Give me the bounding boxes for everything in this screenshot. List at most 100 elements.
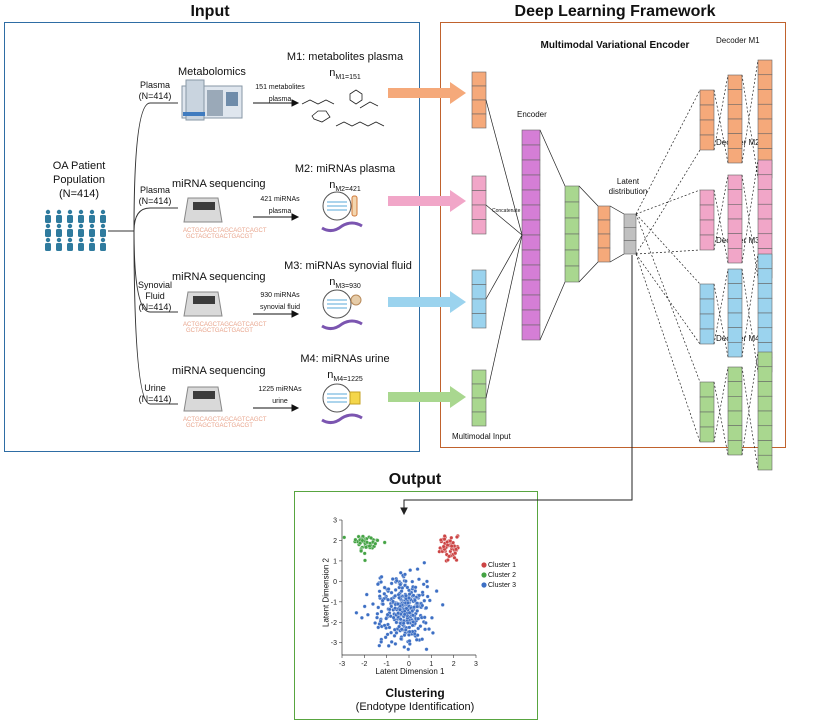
legend-marker-2 [481, 572, 487, 578]
scatter-point [455, 535, 459, 539]
scatter-point [405, 585, 410, 590]
scatter-point [387, 607, 392, 612]
person-body [45, 215, 51, 223]
scatter-point [410, 623, 415, 628]
method-1: Metabolomics [178, 66, 246, 78]
scatter-point [403, 579, 408, 584]
scatter-point [389, 590, 394, 595]
layer-cell [623, 227, 637, 241]
scatter-point [359, 615, 364, 620]
layer-cell [471, 284, 487, 300]
layer-cell [757, 59, 773, 76]
scatter-point [378, 619, 383, 624]
scatter-point [394, 578, 399, 583]
person-icon [78, 223, 84, 229]
person-icon [56, 209, 62, 215]
scatter-point [382, 540, 387, 545]
layer-cell [699, 119, 715, 136]
output-title: Output [388, 471, 442, 488]
decoder-1-layer-2 [727, 74, 743, 164]
output-caption: Clustering [385, 686, 445, 700]
person-icon [78, 209, 84, 215]
y-tick-label: 2 [333, 538, 337, 545]
scatter-point [379, 609, 384, 614]
nn-edge [635, 253, 701, 443]
scatter-point [377, 594, 382, 599]
layer-cell [727, 189, 743, 205]
scatter-point [407, 596, 412, 600]
scatter-point [362, 551, 367, 556]
scatter-point [377, 589, 382, 594]
x-tick-label: 1 [429, 661, 433, 668]
nn-edge [741, 351, 759, 456]
scatter-point [394, 620, 399, 625]
scatter-point [422, 615, 427, 620]
scatter-point [447, 554, 452, 559]
person-body [56, 229, 62, 237]
decoder-4-layer-3 [757, 351, 773, 471]
decoder-4-layer-1 [699, 381, 715, 443]
layer-cell [471, 397, 487, 413]
scatter-point [407, 639, 412, 643]
person-body [67, 243, 73, 251]
scatter-point [381, 602, 385, 607]
decoder-3-layer-2 [727, 268, 743, 358]
method-3: miRNA sequencing [172, 271, 266, 283]
scatter-point [398, 607, 402, 612]
x-tick-label: 3 [474, 661, 478, 668]
layer-cell [757, 381, 773, 397]
scatter-point [367, 544, 372, 549]
scatter-point [393, 594, 398, 598]
scatter-point [380, 598, 385, 603]
decoder-2-layer-1 [699, 189, 715, 251]
person-icon [100, 223, 106, 229]
modality-arrow-2 [388, 190, 466, 212]
scatter-point [398, 582, 403, 587]
nn-edge [741, 253, 759, 358]
person-icon [67, 223, 73, 229]
branch-source-1: Plasma [139, 80, 170, 90]
scatter-point [454, 547, 459, 552]
layer-cell [699, 204, 715, 221]
count-4: 1225 miRNAs [258, 386, 302, 393]
nn-edge [635, 189, 701, 215]
person-icon [89, 237, 95, 243]
x-tick-label: -2 [361, 661, 367, 668]
population-label: OA Patient Population [52, 160, 106, 186]
svg-text:ACTGCAGCTAGCAGTCAGCT: ACTGCAGCTAGCAGTCAGCT [183, 417, 267, 423]
y-tick-label: -2 [331, 620, 337, 627]
scatter-point [407, 592, 412, 597]
layer-cell [757, 366, 773, 382]
person-body [67, 229, 73, 237]
modality-arrow-1 [388, 82, 466, 104]
layer-cell [757, 268, 773, 284]
nn-edge [741, 159, 759, 264]
layer-cell [471, 85, 487, 101]
sequencer-icon-3: ACTGCAGCTAGCAGTCAGCT GCTAGCTGACTGACGT [183, 386, 267, 429]
layer-cell [564, 217, 580, 235]
nn-edge [713, 381, 729, 456]
person-icon [45, 237, 51, 243]
population-n: (N=414) [58, 188, 100, 200]
scatter-point [363, 558, 367, 563]
person-body [78, 229, 84, 237]
layer-cell [699, 104, 715, 121]
branch-source-4: Urine [144, 383, 166, 393]
scatter-point [389, 581, 394, 586]
modality-title-3: M3: miRNAs synovial fluid [284, 260, 412, 272]
person-icon [45, 223, 51, 229]
scatter-point [382, 585, 387, 590]
layer-cell [521, 129, 541, 146]
scatter-point [375, 538, 380, 543]
scatter-point [416, 616, 421, 621]
layer-cell [471, 313, 487, 329]
branch-n-1: (N=414) [138, 91, 172, 101]
layer-cell [471, 219, 487, 235]
layer-cell [727, 283, 743, 299]
scatter-point [373, 541, 378, 546]
scatter-point [382, 591, 387, 596]
scatter-point [384, 616, 389, 621]
nn-edge [713, 268, 729, 345]
layer-cell [727, 268, 743, 284]
